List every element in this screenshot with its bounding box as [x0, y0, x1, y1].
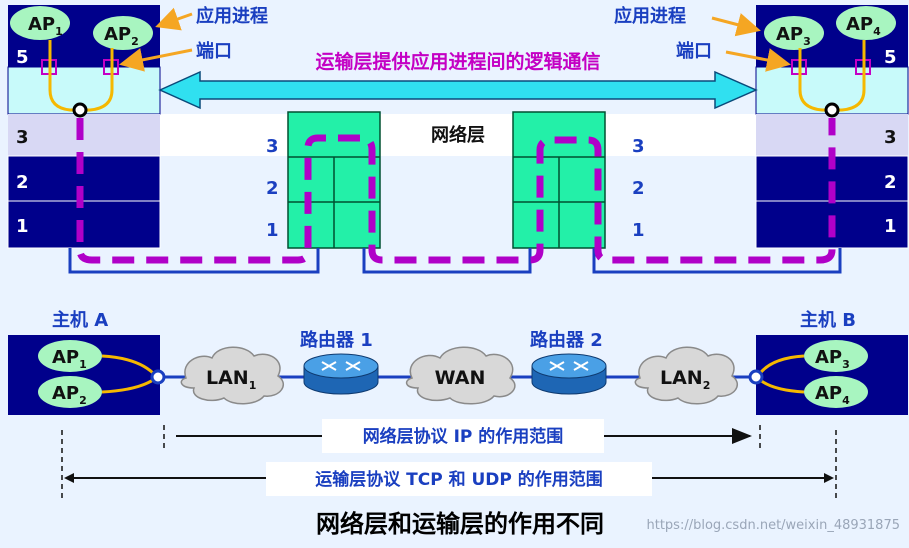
- wan-cloud-shape: [405, 346, 516, 405]
- host-b-box: AP3 AP4: [748, 335, 908, 415]
- router2-stack: 3 2 1: [512, 111, 645, 249]
- router1-icon: [303, 353, 379, 395]
- router2-layer3-label: 3: [632, 136, 645, 157]
- transport-logical-arrow: [158, 70, 758, 110]
- network-layer-label: 网络层: [431, 124, 485, 146]
- lan2-cloud: LAN2: [634, 346, 738, 405]
- router2-layer2-label: 2: [632, 178, 645, 199]
- host-a-layer3-label: 3: [16, 127, 29, 148]
- router1-icon-arrows: [321, 361, 361, 371]
- router2-icon-top: [531, 353, 607, 379]
- link-host-a-router1: [68, 248, 320, 274]
- net-ap3-label: AP3: [815, 347, 850, 371]
- router1-layer1-label: 1: [266, 220, 279, 241]
- host-a-layer2-label: 2: [16, 172, 29, 193]
- transport-scope-label: 运输层协议 TCP 和 UDP 的作用范围: [315, 469, 603, 490]
- host-a-layer1-label: 1: [16, 216, 29, 237]
- router1-stack: 3 2 1: [266, 111, 381, 249]
- host-b-layer3-label: 3: [884, 127, 897, 148]
- host-b-mux-point: [824, 102, 840, 118]
- router1-layer2-label: 2: [266, 178, 279, 199]
- net-ap3-bubble: [804, 340, 868, 372]
- host-b-layer1-label: 1: [884, 216, 897, 237]
- host-a-datalink-layer: [7, 155, 161, 202]
- wan-cloud: WAN: [405, 346, 516, 405]
- lan1-cloud-shape: [180, 346, 284, 405]
- host-a-ap2-bubble: [93, 16, 153, 50]
- transport-scope-arrowhead-left: [64, 473, 74, 483]
- host-a-physical-layer: [7, 200, 161, 249]
- host-b-ap3-label: AP3: [776, 24, 811, 48]
- host-a-port-point: [150, 369, 166, 385]
- figure-caption: 网络层和运输层的作用不同: [316, 510, 604, 538]
- lan1-label: LAN1: [206, 367, 256, 392]
- host-b-ap4-line: [836, 40, 866, 112]
- net-ap4-label: AP4: [815, 383, 850, 407]
- host-a-network-layer: [8, 114, 160, 156]
- router2-icon-arrows: [549, 361, 589, 371]
- app-process-right-arrow: [711, 13, 761, 37]
- host-a-ap1-bubble: [10, 6, 70, 40]
- app-process-left-label: 应用进程: [196, 5, 268, 27]
- host-b-ap4-bubble: [836, 6, 896, 40]
- port-left-arrow: [119, 48, 193, 72]
- net-ap1-label: AP1: [52, 347, 87, 371]
- host-a-ap1-line: [48, 40, 76, 112]
- host-b-layer2-label: 2: [884, 172, 897, 193]
- router2-layer1-label: 1: [632, 220, 645, 241]
- host-b-layer5-label: 5: [884, 47, 897, 68]
- transport-comm-label: 运输层提供应用进程间的逻辑通信: [315, 50, 600, 73]
- host-b-ap3-line: [798, 48, 828, 112]
- port-left-label: 端口: [196, 41, 232, 62]
- wan-label: WAN: [435, 367, 486, 389]
- app-process-right-label: 应用进程: [614, 5, 686, 27]
- host-b-port-point: [748, 369, 764, 385]
- router1-icon-top: [303, 353, 379, 379]
- router1-layer3-label: 3: [266, 136, 279, 157]
- host-a-box: AP1 AP2: [8, 335, 166, 415]
- host-a-stack: 5 3 2 1 AP1 AP2: [7, 5, 161, 249]
- watermark: https://blog.csdn.net/weixin_48931875: [646, 518, 900, 533]
- lan1-cloud: LAN1: [180, 346, 284, 405]
- ip-scope-label: 网络层协议 IP 的作用范围: [363, 426, 564, 447]
- data-path-dashed: [76, 118, 836, 264]
- host-b-label: 主机 B: [800, 309, 856, 331]
- router1-label: 路由器 1: [300, 329, 373, 351]
- net-ap2-bubble: [38, 376, 102, 408]
- host-a-ap2-line: [84, 48, 114, 112]
- host-a-ap1-label: AP1: [28, 14, 63, 38]
- transport-scope-label-box: [266, 462, 652, 496]
- host-a-ap2-label: AP2: [104, 24, 139, 48]
- transport-scope-arrowhead-right: [824, 473, 834, 483]
- lan2-cloud-shape: [634, 346, 738, 405]
- net-ap2-label: AP2: [52, 383, 87, 407]
- port-right-arrow: [725, 48, 791, 72]
- host-a-layer5-label: 5: [16, 47, 29, 68]
- lan2-label: LAN2: [660, 367, 710, 392]
- host-a-mux-point: [72, 102, 88, 118]
- host-b-ap3-bubble: [764, 16, 824, 50]
- link-router2-host-b: [592, 248, 842, 274]
- network-layer-band: [160, 114, 756, 156]
- host-a-label: 主机 A: [52, 309, 108, 331]
- port-right-label: 端口: [676, 41, 712, 62]
- host-b-ap4-label: AP4: [846, 14, 881, 38]
- net-ap1-bubble: [38, 340, 102, 372]
- net-ap4-bubble: [804, 376, 868, 408]
- router2-label: 路由器 2: [530, 329, 603, 351]
- app-process-left-arrow: [155, 7, 193, 31]
- link-router1-router2: [362, 248, 532, 274]
- router2-icon: [531, 353, 607, 395]
- ip-scope-label-box: [322, 419, 604, 453]
